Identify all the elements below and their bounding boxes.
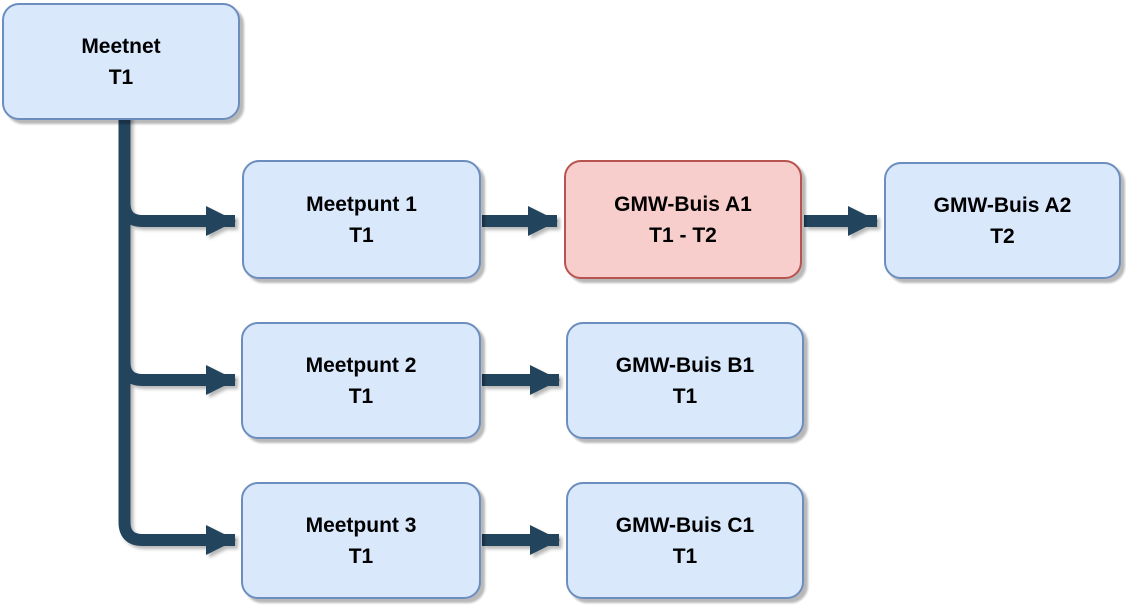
node-gmw-buis-a2: GMW-Buis A2 T2 — [884, 162, 1121, 279]
node-label: Meetpunt 3 — [305, 513, 417, 537]
node-period: T1 — [348, 384, 374, 408]
node-label: GMW-Buis A2 — [933, 193, 1072, 217]
node-period: T1 — [348, 544, 374, 568]
node-label: GMW-Buis B1 — [615, 353, 755, 377]
node-meetpunt-3: Meetpunt 3 T1 — [241, 482, 481, 599]
node-label: Meetpunt 1 — [306, 192, 417, 216]
node-label: GMW-Buis C1 — [615, 513, 755, 537]
node-period: T2 — [990, 224, 1015, 248]
node-period: T1 — [672, 544, 698, 568]
node-period: T1 — [672, 384, 698, 408]
node-label: GMW-Buis A1 — [614, 192, 752, 216]
node-period: T1 — [108, 65, 134, 89]
node-label: Meetnet — [81, 34, 161, 58]
node-meetpunt-2: Meetpunt 2 T1 — [241, 322, 481, 439]
node-gmw-buis-a1: GMW-Buis A1 T1 - T2 — [564, 160, 802, 279]
edge-meetnet-meetpunt3 — [118, 114, 236, 555]
node-label: Meetpunt 2 — [305, 353, 417, 377]
node-gmw-buis-b1: GMW-Buis B1 T1 — [566, 322, 804, 439]
edge-meetnet-meetpunt2 — [118, 114, 236, 395]
node-gmw-buis-c1: GMW-Buis C1 T1 — [566, 482, 804, 599]
node-period: T1 — [349, 223, 374, 247]
node-meetpunt-1: Meetpunt 1 T1 — [242, 160, 481, 279]
edge-meetnet-meetpunt1 — [118, 114, 236, 236]
node-meetnet: Meetnet T1 — [2, 3, 240, 120]
node-period: T1 - T2 — [649, 223, 717, 247]
